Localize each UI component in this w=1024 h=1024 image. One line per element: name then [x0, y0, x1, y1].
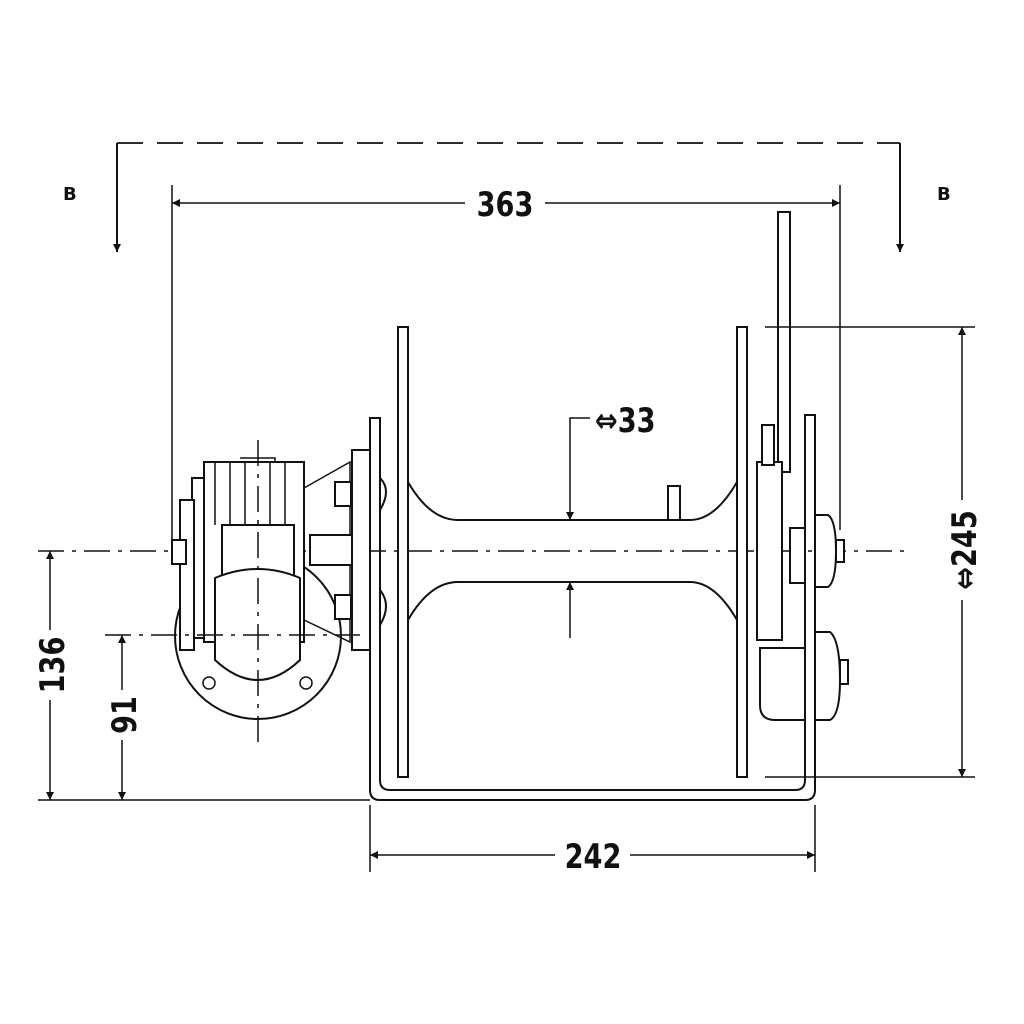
drum-barrel: [407, 481, 738, 621]
upright-plate: [777, 211, 791, 473]
nut-left: [171, 539, 187, 565]
bolt-top: [334, 481, 352, 507]
dimension-overall-width: 363: [171, 185, 841, 540]
drum-tab: [667, 485, 681, 520]
bolt-bottom: [334, 594, 352, 620]
dimension-flange-height: ⇔245: [765, 326, 985, 778]
dim-91: 91: [105, 696, 145, 734]
dim-245: ⇔245: [945, 510, 985, 590]
dim-363: 363: [477, 185, 534, 225]
dimension-heights: 136 91: [33, 551, 370, 801]
hub-assembly: [756, 424, 849, 721]
section-marker-right: B: [937, 184, 951, 205]
dim-136: 136: [33, 637, 73, 694]
section-line-b: B B: [63, 142, 951, 252]
base-bracket: [369, 414, 816, 801]
drum-flange-right: [736, 326, 748, 778]
motor-assembly: [105, 440, 387, 750]
section-marker-left: B: [63, 184, 77, 205]
drum-flange-left: [397, 326, 409, 778]
dim-242: 242: [565, 837, 622, 877]
dim-33: ⇔33: [595, 401, 656, 441]
dimension-base-width: 242: [369, 805, 816, 877]
dimension-drum-diameter: ⇔33: [566, 401, 656, 638]
